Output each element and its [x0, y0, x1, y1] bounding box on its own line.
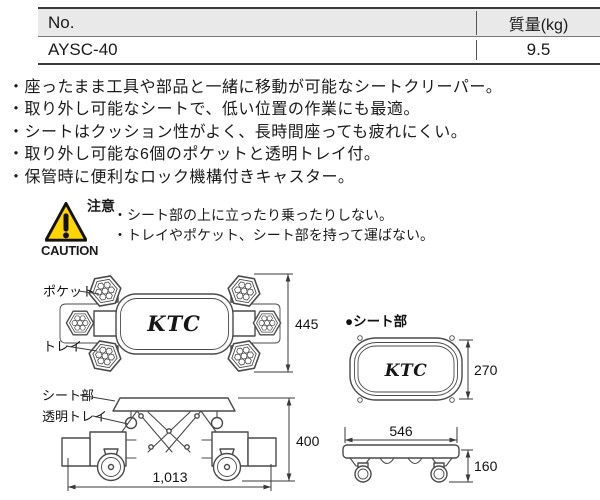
spec-mass-header: 質量(kg)	[476, 10, 600, 35]
spec-table: No. 質量(kg) AYSC-40 9.5	[38, 7, 600, 65]
top-view-drawing: KTC ポケット トレイ 445	[43, 271, 319, 376]
caution-triangle-icon	[45, 201, 87, 242]
feature-item: ・保管時に便利なロック機構付きキャスター。	[8, 168, 355, 186]
seat-top-view-drawing: KTC 270	[349, 335, 498, 403]
spec-table-header-row: No. 質量(kg)	[38, 9, 600, 37]
dim-445: 445	[295, 316, 319, 332]
spec-table-value-row: AYSC-40 9.5	[38, 37, 600, 63]
side-view-drawing: シート部 透明トレイ 400 1,013	[42, 388, 320, 491]
feature-item: ・取り外し可能なシートで、低い位置の作業にも最適。	[8, 101, 420, 119]
feature-list: ・座ったまま工具や部品と一緒に移動が可能なシートクリーパー。 ・取り外し可能なシ…	[8, 77, 502, 189]
base-side-view-drawing: 546 160	[342, 423, 498, 483]
clear-tray-label: 透明トレイ	[42, 409, 107, 424]
feature-item: ・座ったまま工具や部品と一緒に移動が可能なシートクリーパー。	[8, 79, 503, 96]
spec-mass-value: 9.5	[476, 40, 600, 60]
caution-item-list: ・シート部の上に立ったり乗ったりしない。 ・トレイやポケット、シート部を持って運…	[113, 206, 434, 245]
feature-item: ・取り外し可能な6個のポケットと透明トレイ付。	[8, 146, 381, 164]
dim-546: 546	[389, 423, 413, 439]
pocket-label: ポケット	[43, 284, 95, 299]
caution-item: ・トレイやポケット、シート部を持って運ばない。	[113, 226, 435, 243]
dim-270: 270	[474, 362, 498, 378]
dim-400: 400	[296, 433, 320, 449]
seat-section-heading: ●シート部	[345, 313, 408, 329]
tray-label: トレイ	[43, 339, 82, 354]
brand-logo-top-view: KTC	[146, 311, 201, 336]
feature-item: ・シートはクッション性がよく、長時間座っても疲れにくい。	[8, 123, 468, 141]
seat-label: シート部	[42, 388, 94, 403]
caution-label-jp: 注意	[87, 198, 115, 214]
dim-160: 160	[474, 458, 498, 474]
spec-model-number: AYSC-40	[48, 40, 118, 59]
caution-item: ・シート部の上に立ったり乗ったりしない。	[113, 207, 393, 223]
dim-1013: 1,013	[152, 469, 187, 485]
brand-logo-seat-view: KTC	[384, 361, 427, 381]
spec-no-header: No.	[48, 12, 75, 32]
caution-label-en: CAUTION	[41, 243, 99, 258]
